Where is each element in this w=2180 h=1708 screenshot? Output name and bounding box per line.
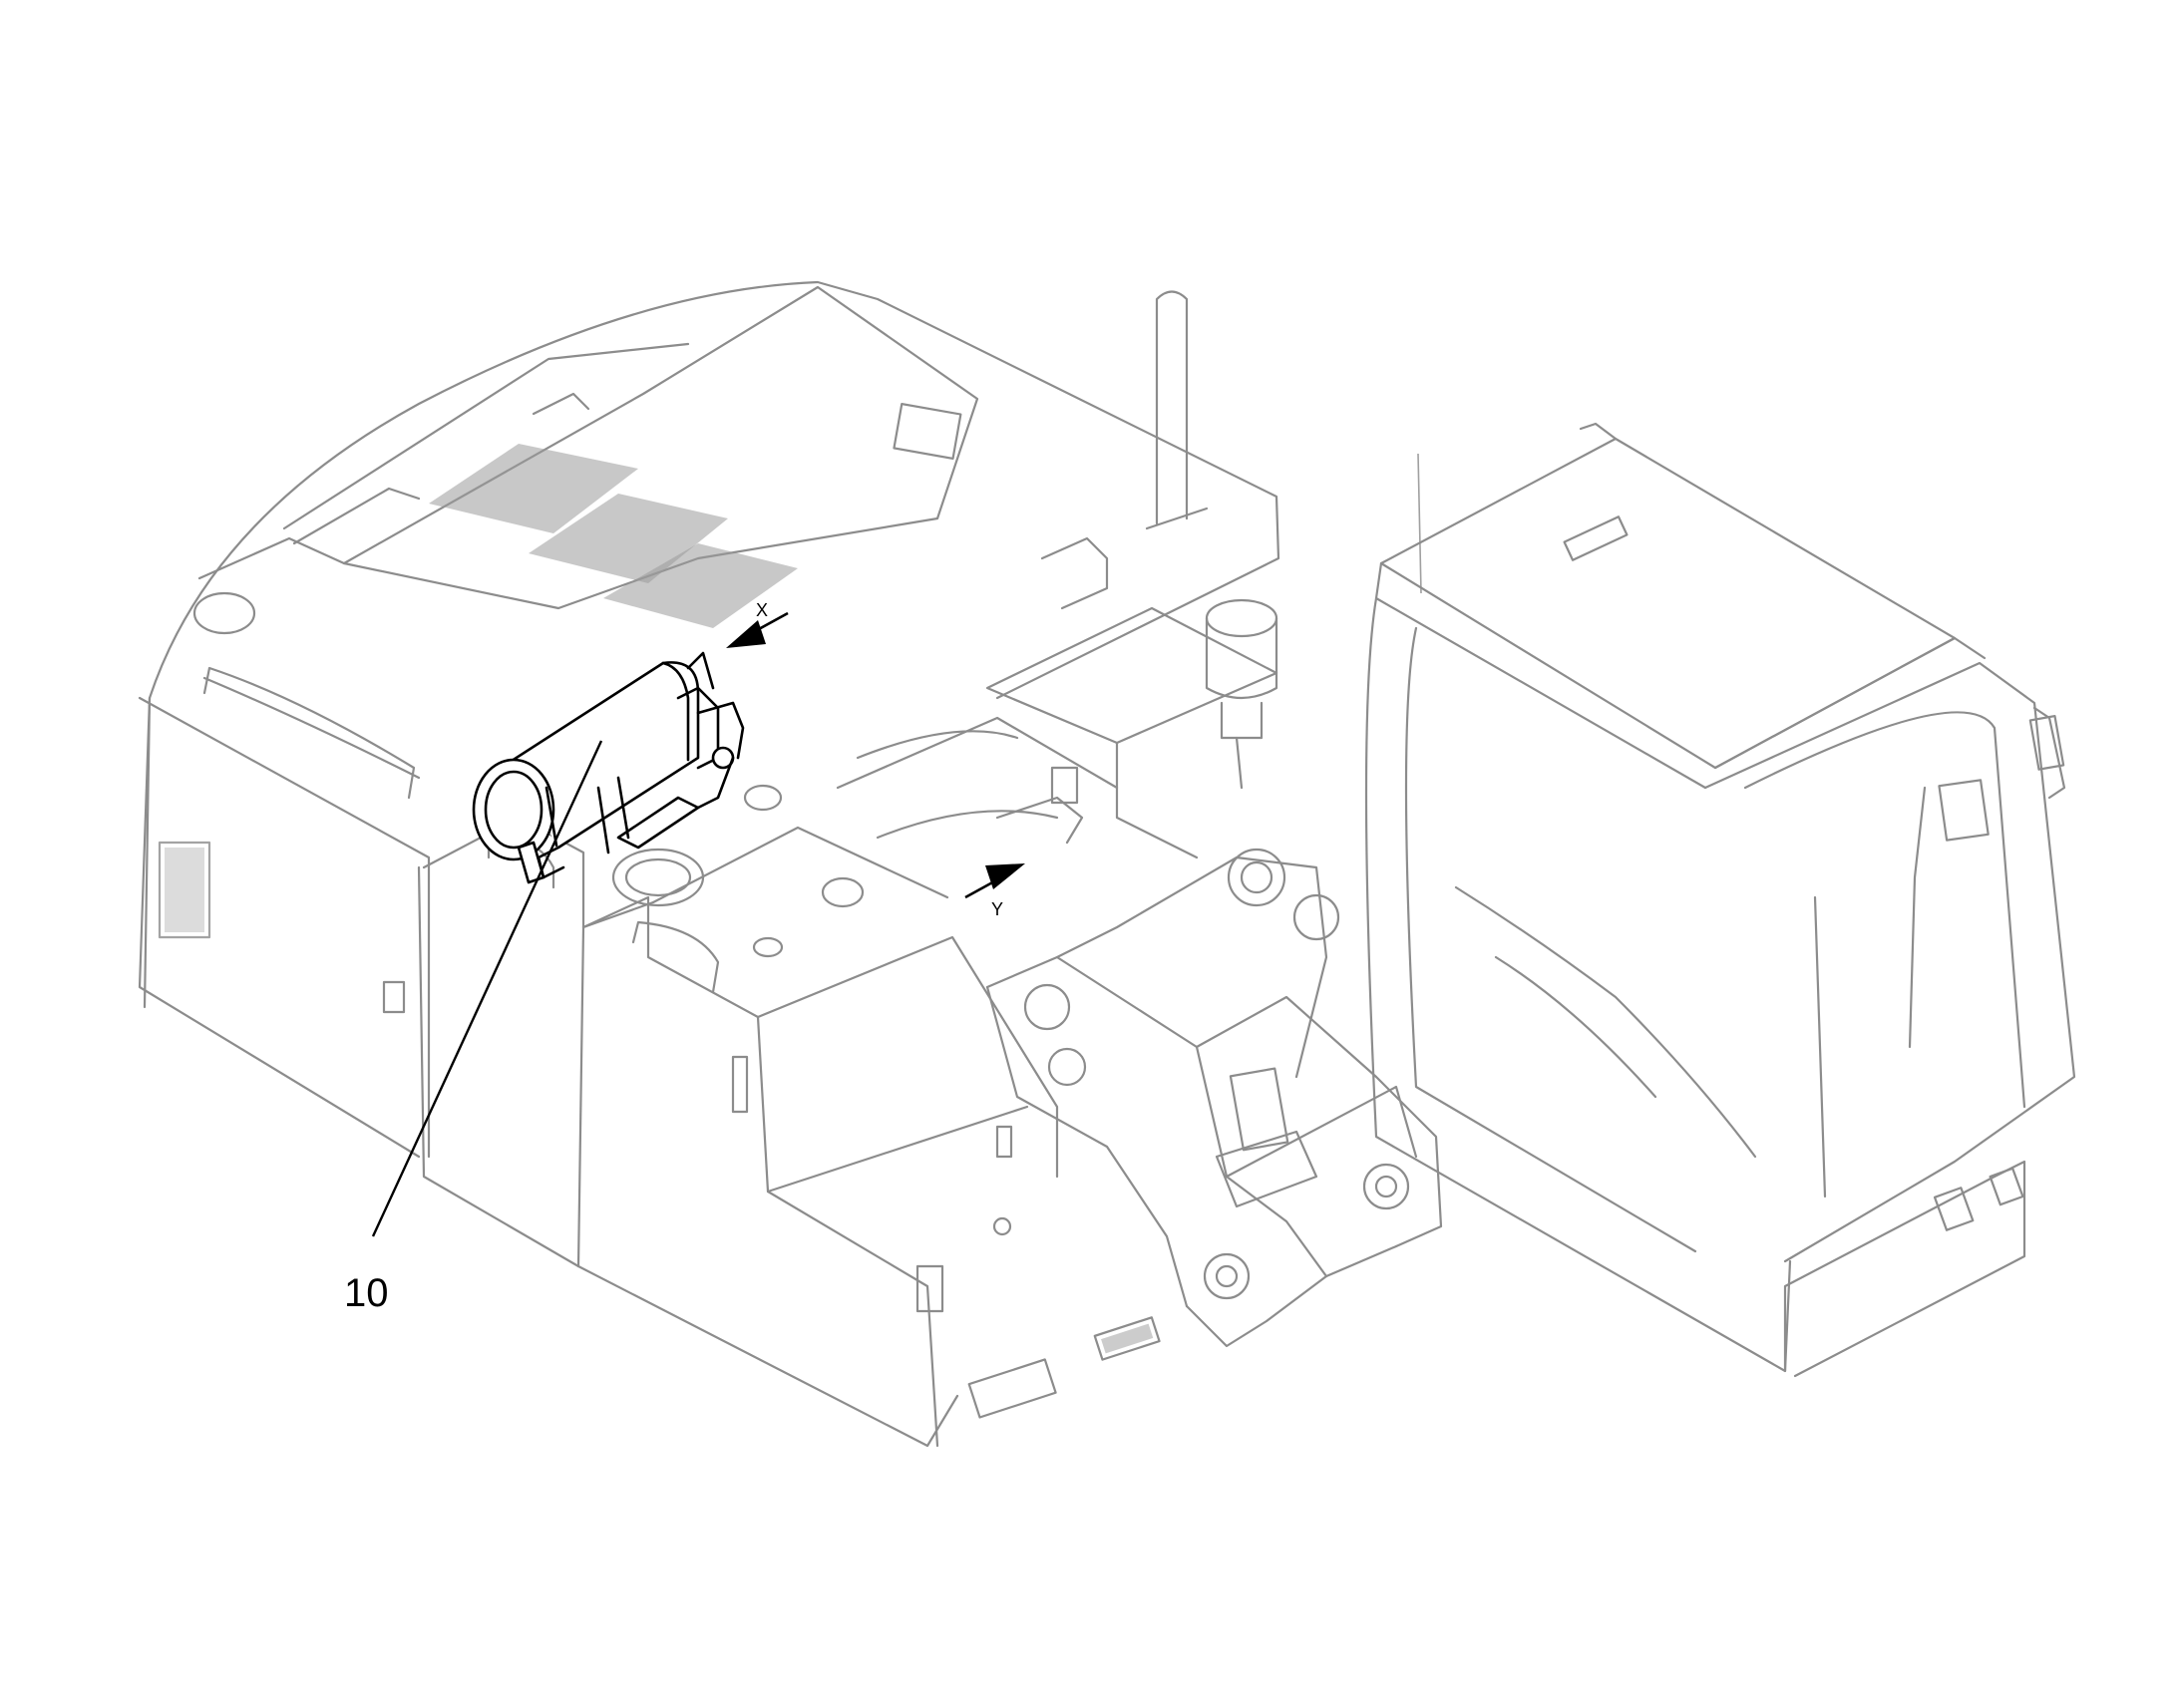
view-arrow-y: Y [964,863,1025,919]
callout-10-label: 10 [344,1271,389,1315]
callout-10: 10 [344,740,603,1315]
view-arrow-y-label: Y [991,899,1003,919]
upper-structure [138,280,1280,1159]
antenna [1417,453,1422,594]
hood-vent-mesh [429,444,798,628]
part-10-cylinder [472,651,745,884]
callout-10-leader [371,740,603,1237]
grab-rail [1145,290,1209,530]
operator-cab [1364,422,2076,1378]
lube-pump [1205,598,1278,790]
view-arrow-x: X [726,600,789,648]
center-equipment [836,536,1278,859]
boom-foot-frame [985,848,1443,1348]
view-arrow-x-label: X [756,600,768,620]
tank-block [417,784,1161,1448]
